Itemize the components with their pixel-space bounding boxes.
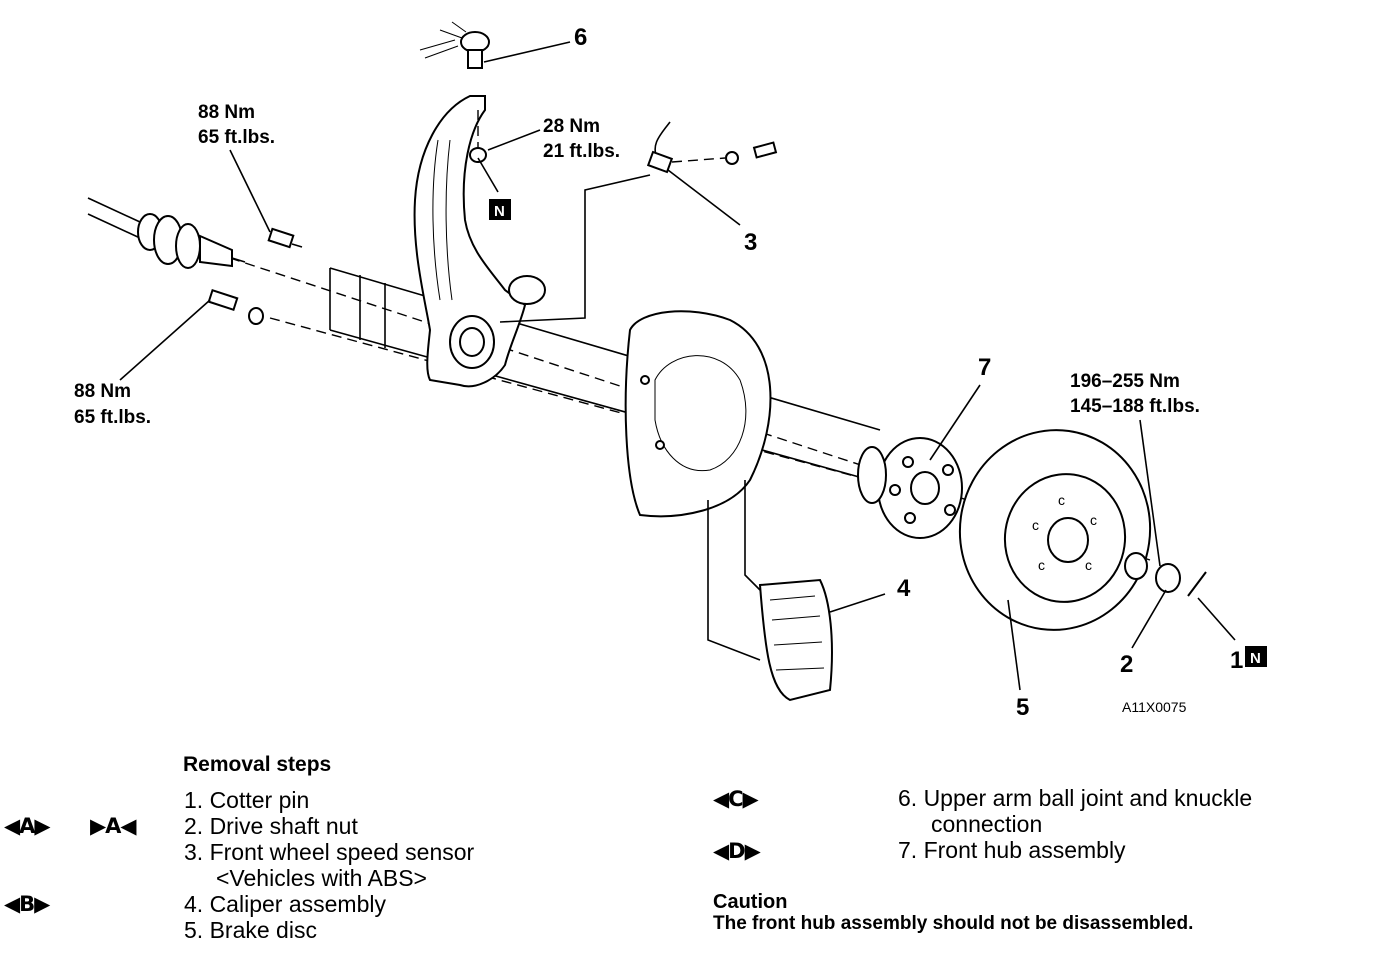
part-label-5: 5 — [1016, 694, 1029, 721]
torque-hub-nut-nm: 196–255 Nm — [1070, 371, 1180, 392]
dust-shield — [624, 310, 772, 518]
drive-shaft — [87, 197, 246, 269]
non-reusable-badge-nut: N — [489, 199, 511, 220]
service-point-d: ◀D▶ — [713, 839, 761, 863]
part-label-7: 7 — [978, 354, 991, 381]
service-point-a-removal: ◀A▶ — [4, 814, 51, 838]
removal-step-1: 1. Cotter pin — [184, 787, 310, 813]
torque-top-left-ftlbs: 65 ft.lbs. — [198, 127, 275, 148]
part-label-4: 4 — [897, 575, 911, 602]
removal-step-3-note: <Vehicles with ABS> — [216, 865, 427, 891]
svg-text:c: c — [1032, 517, 1039, 533]
service-point-a-install: ▶A◀ — [90, 814, 137, 838]
torque-bottom-left-nm: 88 Nm — [74, 381, 131, 402]
part-label-6: 6 — [574, 24, 587, 51]
part-label-1: 1 — [1230, 647, 1243, 674]
lower-bolt — [119, 289, 264, 381]
removal-steps-heading: Removal steps — [183, 753, 332, 776]
removal-step-7: 7. Front hub assembly — [898, 837, 1126, 863]
torque-hub-nut-ftlbs: 145–188 ft.lbs. — [1070, 396, 1200, 417]
steering-knuckle — [413, 95, 546, 388]
non-reusable-badge-cotter-pin: N — [1245, 646, 1267, 667]
removal-step-2: 2. Drive shaft nut — [184, 813, 358, 839]
caution-title: Caution — [713, 891, 788, 913]
torque-top-left-nm: 88 Nm — [198, 102, 255, 123]
upper-bolt — [229, 149, 303, 249]
part-label-2: 2 — [1120, 651, 1133, 678]
service-point-b: ◀B▶ — [4, 892, 50, 916]
upper-ball-joint — [419, 21, 571, 193]
torque-sensor-ftlbs: 21 ft.lbs. — [543, 141, 620, 162]
svg-text:c: c — [1038, 557, 1045, 573]
svg-text:c: c — [1058, 492, 1065, 508]
drive-shaft-nut — [1124, 419, 1181, 649]
service-point-c: ◀C▶ — [713, 787, 759, 811]
caliper-assembly — [707, 480, 886, 702]
exploded-view-diagram: c c c c c 1 2 3 4 5 6 7 88 Nm 65 ft.lbs.… — [74, 21, 1267, 721]
removal-step-4: 4. Caliper assembly — [184, 891, 386, 917]
cotter-pin — [1187, 571, 1236, 641]
figure-code: A11X0075 — [1122, 699, 1187, 715]
removal-step-6-cont: connection — [931, 811, 1043, 837]
wheel-speed-sensor — [499, 121, 778, 323]
torque-sensor-nm: 28 Nm — [543, 116, 600, 137]
removal-step-6: 6. Upper arm ball joint and knuckle — [898, 785, 1253, 811]
svg-text:N: N — [1250, 650, 1261, 667]
svg-text:c: c — [1085, 557, 1092, 573]
torque-bottom-left-ftlbs: 65 ft.lbs. — [74, 407, 151, 428]
front-hub — [857, 384, 981, 539]
part-label-3: 3 — [744, 229, 757, 256]
svg-text:c: c — [1090, 512, 1097, 528]
removal-step-5: 5. Brake disc — [184, 917, 317, 943]
caution-text: The front hub assembly should not be dis… — [713, 913, 1194, 934]
removal-step-3: 3. Front wheel speed sensor — [184, 839, 475, 865]
brake-disc: c c c c c — [958, 429, 1152, 691]
svg-text:N: N — [494, 203, 505, 220]
